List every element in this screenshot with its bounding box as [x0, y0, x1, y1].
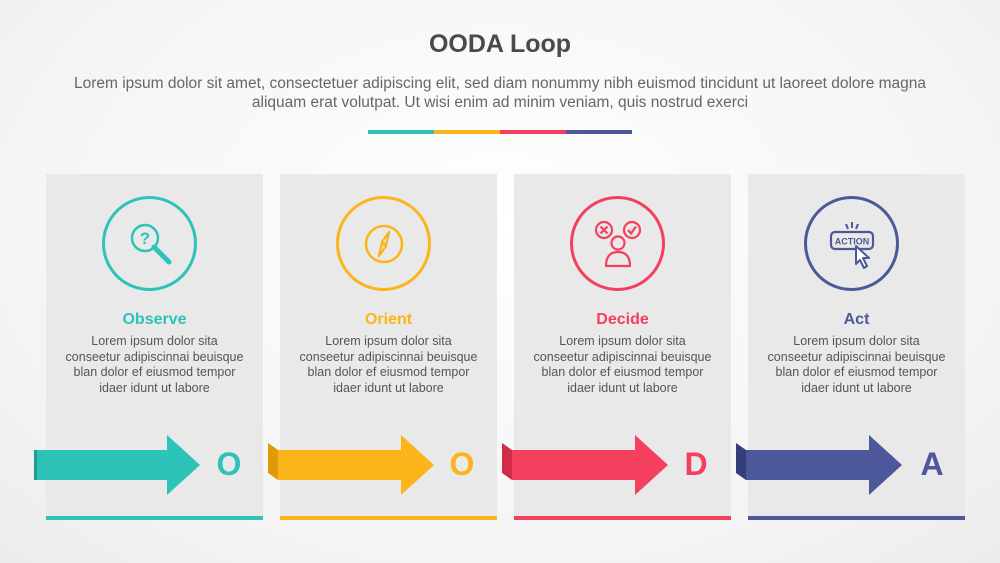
person-decision-icon — [594, 220, 641, 267]
action-icon-label: ACTION — [834, 236, 869, 246]
panel-bottom-bar — [514, 516, 731, 520]
panel-bottom-bar — [280, 516, 497, 520]
step-letter: A — [920, 446, 944, 482]
action-button-cursor-icon: ACTION — [829, 221, 874, 269]
step-description: Lorem ipsum dolor sita conseetur adipisc… — [767, 334, 946, 395]
arrow-observe — [34, 435, 200, 495]
step-title: Observe — [122, 311, 187, 328]
step-letter: O — [449, 446, 475, 482]
arrow-decide — [502, 435, 668, 495]
step-icon-circle — [336, 196, 431, 291]
page-subtitle: Lorem ipsum dolor sit amet, consectetuer… — [73, 75, 927, 111]
step-description: Lorem ipsum dolor sita conseetur adipisc… — [533, 334, 712, 395]
step-description: Lorem ipsum dolor sita conseetur adipisc… — [299, 334, 478, 395]
step-icon-circle — [570, 196, 665, 291]
panel-bottom-bar — [748, 516, 965, 520]
color-divider — [368, 130, 632, 134]
step-title: Act — [843, 311, 870, 328]
divider-segment-decide — [500, 130, 566, 134]
magnifier-question-icon: ? — [130, 223, 171, 264]
divider-segment-observe — [368, 130, 434, 134]
svg-text:?: ? — [139, 229, 149, 248]
arrow-orient — [268, 435, 434, 495]
compass-icon — [364, 224, 403, 263]
step-title: Orient — [364, 311, 413, 328]
divider-segment-act — [566, 130, 632, 134]
step-letter: D — [684, 446, 708, 482]
step-letter: O — [216, 446, 242, 482]
step-title: Decide — [596, 311, 649, 328]
step-icon-circle: ACTION — [804, 196, 899, 291]
step-icon-circle: ? — [102, 196, 197, 291]
step-description: Lorem ipsum dolor sita conseetur adipisc… — [65, 334, 244, 395]
divider-segment-orient — [434, 130, 500, 134]
arrow-act — [736, 435, 902, 495]
page-title: OODA Loop — [428, 30, 572, 58]
panel-bottom-bar — [46, 516, 263, 520]
